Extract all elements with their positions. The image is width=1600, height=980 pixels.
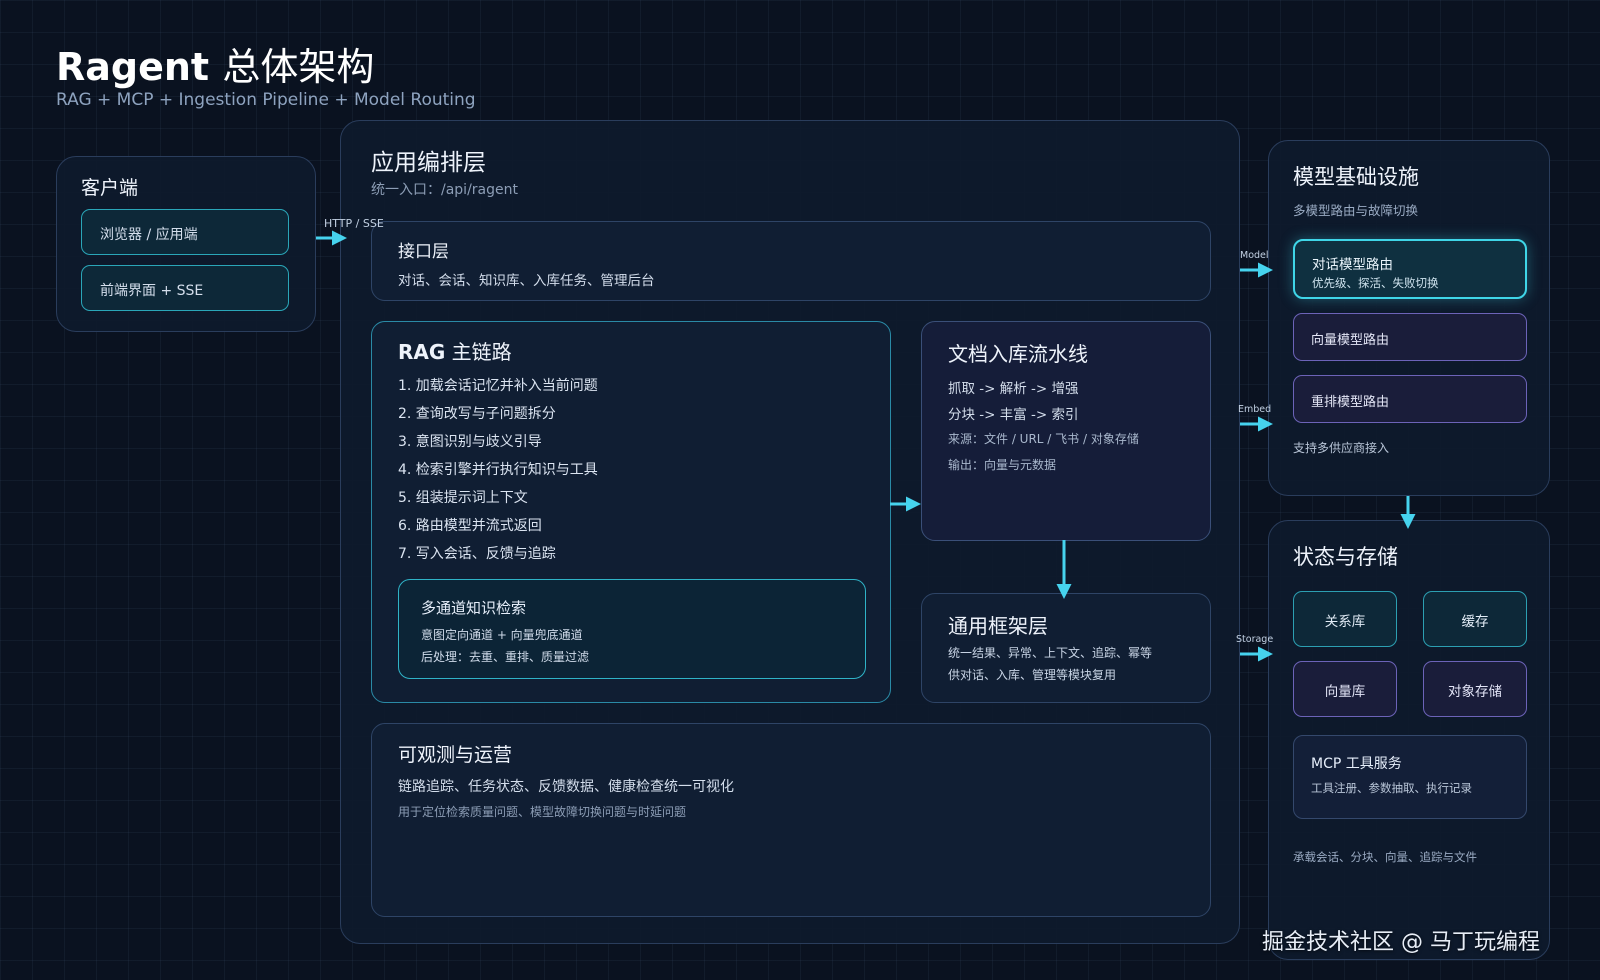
- storage-vector-db[interactable]: 向量库: [1293, 661, 1397, 717]
- ingestion-title: 文档入库流水线: [948, 342, 1088, 366]
- ingestion-pipeline-card: 文档入库流水线 抓取 -> 解析 -> 增强 分块 -> 丰富 -> 索引 来源…: [921, 321, 1211, 541]
- retrieval-title: 多通道知识检索: [421, 599, 527, 617]
- ingestion-note: 来源：文件 / URL / 飞书 / 对象存储: [948, 432, 1139, 446]
- framework-line: 供对话、入库、管理等模块复用: [948, 668, 1117, 682]
- client-frontend-label: 前端界面 + SSE: [100, 283, 204, 299]
- rag-step: 2. 查询改写与子问题拆分: [398, 406, 556, 422]
- vector-model-route-label: 向量模型路由: [1311, 333, 1390, 348]
- app-layer-subtitle: 统一入口：/api/ragent: [371, 182, 518, 198]
- ingestion-line: 抓取 -> 解析 -> 增强: [948, 381, 1079, 397]
- title-cn: 总体架构: [222, 45, 375, 89]
- interface-layer-card: 接口层 对话、会话、知识库、入库任务、管理后台: [371, 221, 1211, 301]
- framework-title: 通用框架层: [948, 614, 1048, 638]
- interface-layer-title: 接口层: [398, 242, 449, 262]
- client-title: 客户端: [81, 177, 139, 199]
- rerank-model-route-label: 重排模型路由: [1311, 395, 1390, 410]
- rag-title: RAG 主链路: [398, 336, 512, 365]
- app-layer-title: 应用编排层: [371, 150, 486, 176]
- client-browser-item[interactable]: 浏览器 / 应用端: [81, 209, 289, 255]
- storage-object-store[interactable]: 对象存储: [1423, 661, 1527, 717]
- rag-title-cn: 主链路: [451, 340, 512, 364]
- rag-step: 4. 检索引擎并行执行知识与工具: [398, 462, 598, 478]
- rag-title-latin: RAG: [398, 340, 446, 364]
- client-frontend-item[interactable]: 前端界面 + SSE: [81, 265, 289, 311]
- chat-model-route-card[interactable]: 对话模型路由 优先级、探活、失败切换: [1293, 239, 1527, 299]
- page-title: Ragent 总体架构: [56, 36, 374, 91]
- rag-step: 6. 路由模型并流式返回: [398, 518, 542, 534]
- mcp-tool-service-title: MCP 工具服务: [1311, 756, 1402, 772]
- storage-title: 状态与存储: [1293, 545, 1398, 569]
- retrieval-line: 后处理：去重、重排、质量过滤: [421, 650, 590, 664]
- storage-relational-db-label: 关系库: [1324, 614, 1366, 630]
- observability-title: 可观测与运营: [398, 744, 513, 766]
- model-connector-label: Model: [1240, 250, 1269, 261]
- observability-card: 可观测与运营 链路追踪、任务状态、反馈数据、健康检查统一可视化 用于定位检索质量…: [371, 723, 1211, 917]
- watermark: 掘金技术社区 @ 马丁玩编程: [1262, 930, 1540, 955]
- ingestion-note: 输出：向量与元数据: [948, 458, 1057, 472]
- storage-object-store-label: 对象存储: [1448, 684, 1502, 700]
- storage-vector-db-label: 向量库: [1324, 684, 1366, 700]
- mcp-tool-service-card[interactable]: MCP 工具服务 工具注册、参数抽取、执行记录: [1293, 735, 1527, 819]
- rag-step: 3. 意图识别与歧义引导: [398, 434, 542, 450]
- storage-panel: 状态与存储 关系库 缓存 向量库 对象存储 MCP 工具服务 工具注册、参数抽取…: [1268, 520, 1550, 960]
- http-sse-label: HTTP / SSE: [324, 217, 384, 230]
- client-browser-label: 浏览器 / 应用端: [100, 227, 198, 243]
- mcp-tool-service-desc: 工具注册、参数抽取、执行记录: [1311, 781, 1472, 795]
- ingestion-line: 分块 -> 丰富 -> 索引: [948, 407, 1079, 423]
- model-infra-subtitle: 多模型路由与故障切换: [1293, 203, 1419, 218]
- rag-step: 5. 组装提示词上下文: [398, 490, 528, 506]
- rag-main-chain-card: RAG 主链路 1. 加载会话记忆并补入当前问题 2. 查询改写与子问题拆分 3…: [371, 321, 891, 703]
- framework-layer-card: 通用框架层 统一结果、异常、上下文、追踪、幂等 供对话、入库、管理等模块复用: [921, 593, 1211, 703]
- observability-note: 用于定位检索质量问题、模型故障切换问题与时延问题: [398, 805, 687, 819]
- app-layer-panel: 应用编排层 统一入口：/api/ragent 接口层 对话、会话、知识库、入库任…: [340, 120, 1240, 944]
- interface-layer-desc: 对话、会话、知识库、入库任务、管理后台: [398, 273, 655, 289]
- multi-channel-retrieval-card: 多通道知识检索 意图定向通道 + 向量兜底通道 后处理：去重、重排、质量过滤: [398, 579, 866, 679]
- rag-step: 7. 写入会话、反馈与追踪: [398, 546, 556, 562]
- rerank-model-route-card[interactable]: 重排模型路由: [1293, 375, 1527, 423]
- storage-relational-db[interactable]: 关系库: [1293, 591, 1397, 647]
- page-subtitle: RAG + MCP + Ingestion Pipeline + Model R…: [56, 90, 476, 110]
- chat-model-route-desc: 优先级、探活、失败切换: [1312, 276, 1439, 290]
- title-latin: Ragent: [56, 45, 210, 89]
- storage-cache-label: 缓存: [1461, 614, 1489, 630]
- model-infra-panel: 模型基础设施 多模型路由与故障切换 对话模型路由 优先级、探活、失败切换 向量模…: [1268, 140, 1550, 496]
- model-infra-title: 模型基础设施: [1293, 165, 1419, 189]
- chat-model-route-title: 对话模型路由: [1312, 257, 1393, 273]
- vector-model-route-card[interactable]: 向量模型路由: [1293, 313, 1527, 361]
- storage-connector-label: Storage: [1236, 634, 1274, 645]
- observability-line: 链路追踪、任务状态、反馈数据、健康检查统一可视化: [398, 779, 734, 795]
- rag-step: 1. 加载会话记忆并补入当前问题: [398, 378, 598, 394]
- client-panel: 客户端 浏览器 / 应用端 前端界面 + SSE: [56, 156, 316, 332]
- storage-note: 承载会话、分块、向量、追踪与文件: [1293, 850, 1477, 864]
- storage-cache[interactable]: 缓存: [1423, 591, 1527, 647]
- model-infra-note: 支持多供应商接入: [1293, 441, 1390, 455]
- retrieval-line: 意图定向通道 + 向量兜底通道: [421, 628, 583, 642]
- framework-line: 统一结果、异常、上下文、追踪、幂等: [948, 646, 1153, 660]
- embed-connector-label: Embed: [1238, 404, 1272, 415]
